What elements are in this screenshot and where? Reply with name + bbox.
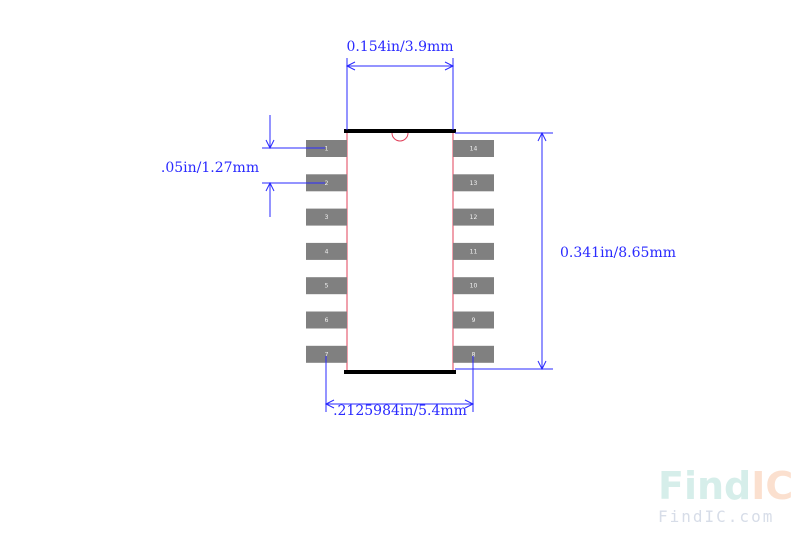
pad-left-5 [306,277,347,295]
pad-left-6 [306,311,347,329]
arrow-head [265,181,275,192]
arrow-head [464,399,475,409]
watermark-find: Find [658,464,751,508]
pad-right-11 [453,242,494,260]
pad-right-12 [453,208,494,226]
pin-number-7: 7 [325,351,329,358]
pin-number-10: 10 [470,283,478,290]
pad-right-8 [453,345,494,363]
pad-right-10 [453,277,494,295]
body-bottom-bar [344,370,456,374]
arrow-head [537,131,547,142]
findic-watermark: FindIC FindIC.com [658,464,793,526]
body-width-label: 0.154in/3.9mm [346,39,453,55]
body-top-bar [344,129,456,133]
pad-right-14 [453,140,494,157]
arrow-head [324,399,335,409]
dimension-body-width [345,58,455,130]
watermark-logo: FindIC [658,464,793,508]
lead-span-label: .2125984in/5.4mm [333,403,467,419]
pad-left-3 [306,208,347,226]
watermark-url: FindIC.com [658,507,774,526]
pin-number-4: 4 [325,248,329,255]
pin-number-1: 1 [325,146,329,153]
pin-number-9: 9 [472,317,476,324]
pin-number-11: 11 [470,248,478,255]
pad-right-13 [453,174,494,192]
pitch-label: .05in/1.27mm [161,160,259,176]
dimension-lead-span [324,356,475,412]
arrow-head [444,61,455,71]
arrow-head [265,139,275,150]
pad-left-4 [306,242,347,260]
pin-number-6: 6 [325,317,329,324]
arrow-head [345,61,356,71]
pin-number-13: 13 [470,180,478,187]
pad-right-9 [453,311,494,329]
pin-number-3: 3 [325,214,329,221]
dimension-pitch [262,115,325,217]
pin1-notch [391,132,409,142]
pad-left-2 [306,174,347,192]
pad-left-1 [306,140,347,157]
package-body [344,129,456,374]
pin-number-14: 14 [470,146,478,153]
pin-number-5: 5 [325,283,329,290]
arrow-head [537,360,547,371]
dimension-body-length [455,131,553,371]
pin-number-8: 8 [472,351,476,358]
pin-number-12: 12 [470,214,478,221]
pad-left-7 [306,345,347,363]
watermark-ic: IC [751,464,793,508]
pin-number-2: 2 [325,180,329,187]
body-length-label: 0.341in/8.65mm [560,245,676,261]
